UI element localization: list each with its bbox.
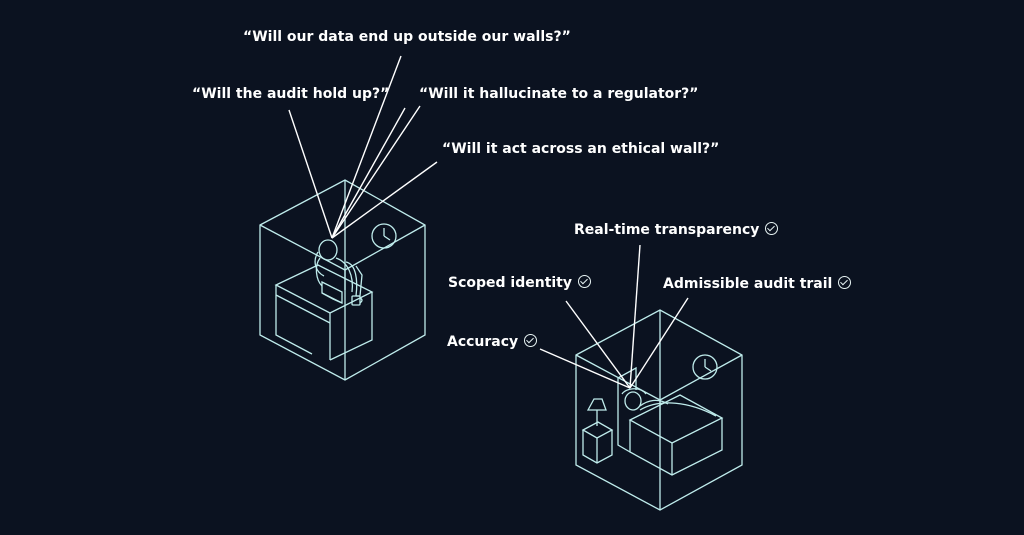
worry-label-ethical-wall: “Will it act across an ethical wall?” [442,140,719,158]
worry-text: “Will it act across an ethical wall?” [442,141,720,157]
worry-label-data-walls: “Will our data end up outside our walls?… [243,28,571,46]
assurance-label-transparency: Real-time transparency [574,221,779,239]
worry-label-audit: “Will the audit hold up?” [192,85,389,103]
assurance-text: Admissible audit trail [663,276,833,292]
assurance-label-audit-trail: Admissible audit trail [663,275,852,293]
clock-icon [371,223,397,249]
bed [617,366,724,476]
mug-icon [351,295,363,306]
bedroom-room [575,309,743,511]
desk [274,264,374,361]
check-circle-icon [578,275,592,288]
assurance-text: Scoped identity [448,275,573,291]
worry-text: “Will our data end up outside our walls?… [243,29,571,45]
check-circle-icon [838,276,852,289]
assurance-text: Accuracy [447,334,519,350]
nightstand [581,421,614,464]
assurance-label-scoped-identity: Scoped identity [448,274,592,292]
worry-rays [288,55,438,239]
clock-icon [692,354,718,380]
worry-text: “Will it hallucinate to a regulator?” [419,86,699,102]
check-circle-icon [765,222,779,235]
worry-label-hallucinate: “Will it hallucinate to a regulator?” [419,85,699,103]
laptop-icon [321,280,343,305]
worry-text: “Will the audit hold up?” [192,86,390,102]
assurance-text: Real-time transparency [574,222,760,238]
office-room [259,179,426,381]
sleeping-person [621,388,669,411]
lamp-icon [586,398,607,426]
assurance-label-accuracy: Accuracy [447,333,538,351]
assurance-rays [539,244,689,389]
worried-person [314,239,363,297]
check-circle-icon [524,334,538,347]
